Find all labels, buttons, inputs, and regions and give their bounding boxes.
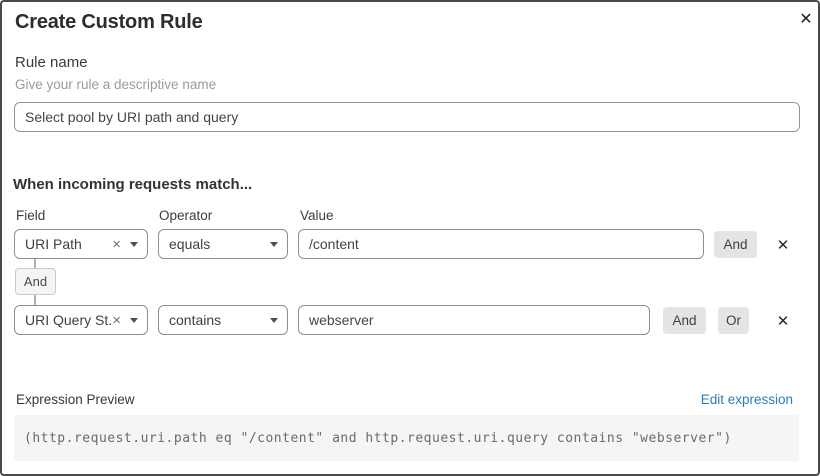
chevron-down-icon [270,317,278,323]
expression-preview-block: (http.request.uri.path eq "/content" and… [14,415,799,461]
operator-select-row1-value: equals [169,236,211,252]
expression-preview-label: Expression Preview [16,392,135,407]
operator-column-label: Operator [159,208,213,223]
clear-field-icon[interactable]: × [112,311,121,329]
field-column-label: Field [16,208,46,223]
operator-select-row2-value: contains [169,312,222,328]
add-and-button-row2[interactable]: And [663,307,706,334]
match-section-heading: When incoming requests match... [13,176,253,193]
field-select-row2-value: URI Query St... [25,312,113,328]
connector-line [34,295,36,305]
add-and-button-row1[interactable]: And [714,231,757,258]
value-input-row1[interactable] [298,229,704,259]
chevron-down-icon [270,241,278,247]
remove-row2-icon[interactable]: ✕ [776,312,790,330]
connector-line [34,259,36,268]
chevron-down-icon [130,241,138,247]
add-or-button-row2[interactable]: Or [718,307,749,334]
field-select-row1-value: URI Path [25,236,82,252]
expression-preview-code: (http.request.uri.path eq "/content" and… [24,430,732,446]
operator-select-row2[interactable]: contains [158,305,288,335]
close-icon[interactable]: ✕ [799,11,813,28]
operator-select-row1[interactable]: equals [158,229,288,259]
clear-field-icon[interactable]: × [112,235,121,253]
field-select-row1[interactable]: URI Path × [14,229,148,259]
value-input-row2[interactable] [298,305,650,335]
field-select-row2[interactable]: URI Query St... × [14,305,148,335]
edit-expression-link[interactable]: Edit expression [700,392,793,407]
remove-row1-icon[interactable]: ✕ [776,236,790,254]
value-column-label: Value [300,208,334,223]
page-title: Create Custom Rule [15,11,203,33]
group-connector-pill: And [15,268,56,295]
rule-name-label: Rule name [15,54,88,71]
chevron-down-icon [130,317,138,323]
rule-name-hint: Give your rule a descriptive name [15,77,217,92]
rule-name-input[interactable] [14,102,800,132]
